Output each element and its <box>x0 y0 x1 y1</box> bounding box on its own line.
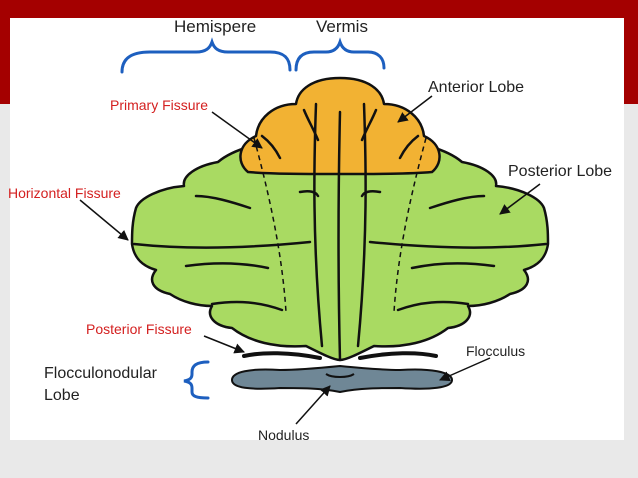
horizontal-fissure-arrow <box>79 199 129 241</box>
horizontal-fissure-label: Horizontal Fissure <box>8 185 121 201</box>
hemisphere-vermis-dashed <box>253 137 427 313</box>
hemisphere-label: Hemispere <box>174 17 256 36</box>
anterior-lobe-arrow <box>397 95 433 123</box>
flocculus-right-shape <box>358 351 438 360</box>
primary-fissure-arrow <box>211 111 263 149</box>
posterior-fissure-arrow <box>203 335 245 354</box>
anterior-folds <box>260 108 420 160</box>
posterior-folia <box>132 189 548 312</box>
flocculonodular-lobe-shape <box>231 365 453 393</box>
nodulus-arrow <box>295 385 331 425</box>
vermis-lines <box>313 102 367 362</box>
flocculonodular-label-line1: Flocculonodular <box>44 365 158 382</box>
blue-brackets <box>120 37 386 400</box>
primary-fissure-label: Primary Fissure <box>110 97 208 113</box>
posterior-lobe-label: Posterior Lobe <box>508 163 612 180</box>
anterior-lobe-label: Anterior Lobe <box>428 79 524 96</box>
nodulus-label: Nodulus <box>258 427 309 443</box>
nodulus-shape <box>325 373 355 378</box>
vermis-bracket <box>294 37 386 72</box>
flocculonodular-bracket <box>183 360 210 400</box>
hemisphere-bracket <box>120 37 292 74</box>
flocculonodular-label-line2: Lobe <box>44 387 80 404</box>
flocculus-arrow <box>439 357 491 381</box>
vermis-label: Vermis <box>316 17 368 36</box>
posterior-fissure-label: Posterior Fissure <box>86 321 192 337</box>
flocculus-label: Flocculus <box>466 343 525 359</box>
posterior-lobe-arrow <box>499 183 541 215</box>
slide-bottom-band <box>0 440 638 478</box>
flocculus-left-shape <box>242 351 322 360</box>
pointer-arrows <box>79 95 541 425</box>
